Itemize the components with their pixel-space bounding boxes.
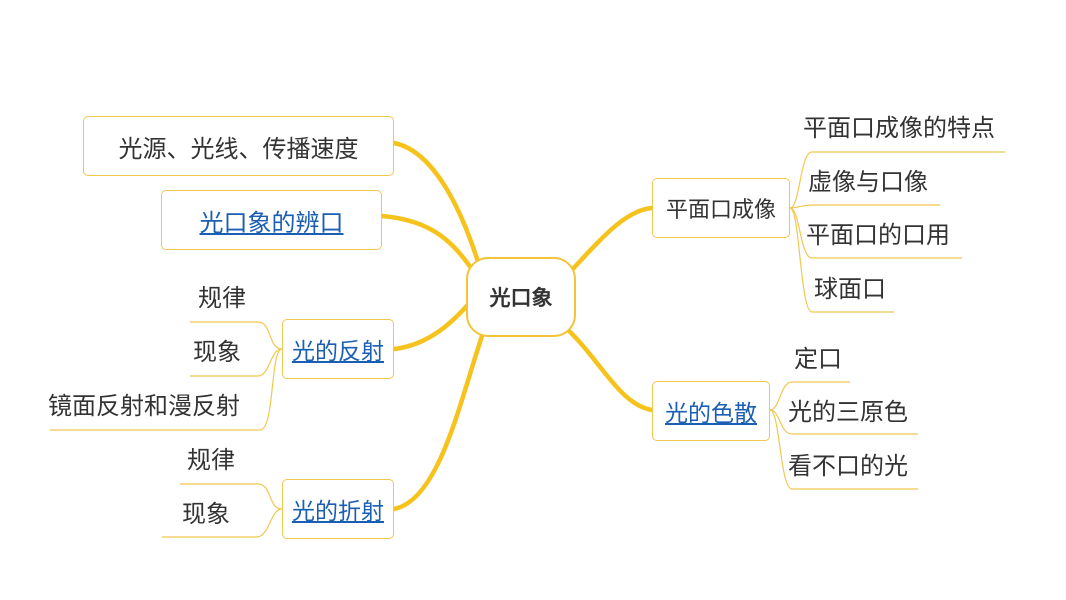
mirror-child-features[interactable]: 平面口成像的特点 — [803, 114, 995, 142]
reflection-child-phenomenon[interactable]: 现象 — [193, 338, 241, 366]
reflection-child-specular-diffuse[interactable]: 镜面反射和漫反射 — [48, 392, 240, 420]
branch-reflection — [391, 297, 475, 352]
topic-dispersion[interactable]: 光的色散 — [652, 381, 770, 441]
topic-identify-link[interactable]: 光口象的辨口 — [199, 208, 344, 237]
topic-reflection[interactable]: 光的反射 — [282, 319, 394, 379]
topic-source[interactable]: 光源、光线、传播速度 — [83, 116, 394, 176]
dispersion-child-definition[interactable]: 定口 — [794, 345, 842, 373]
branch-refraction — [391, 327, 487, 512]
mirror-child-use[interactable]: 平面口的口用 — [806, 221, 950, 249]
topic-dispersion-link[interactable]: 光的色散 — [665, 401, 757, 427]
center-topic-label: 光口象 — [489, 286, 553, 310]
topic-plane-mirror-label: 平面口成像 — [665, 198, 776, 223]
topic-refraction-link[interactable]: 光的折射 — [292, 499, 384, 525]
reflection-child-law[interactable]: 规律 — [198, 284, 246, 312]
center-topic[interactable]: 光口象 — [466, 257, 576, 337]
mirror-child-spherical[interactable]: 球面口 — [814, 275, 886, 303]
topic-refraction[interactable]: 光的折射 — [282, 479, 394, 539]
branch-mirror — [567, 205, 655, 275]
topic-source-label: 光源、光线、传播速度 — [118, 134, 359, 163]
branch-source — [391, 140, 485, 278]
dispersion-child-primaries[interactable]: 光的三原色 — [788, 398, 908, 426]
mirror-child-virtual-real[interactable]: 虚像与口像 — [808, 168, 928, 196]
topic-plane-mirror[interactable]: 平面口成像 — [652, 178, 790, 238]
topic-identify[interactable]: 光口象的辨口 — [161, 190, 382, 250]
branch-dispersion — [565, 327, 655, 413]
topic-reflection-link[interactable]: 光的反射 — [292, 339, 384, 365]
refraction-child-phenomenon[interactable]: 现象 — [182, 500, 230, 528]
refraction-child-law[interactable]: 规律 — [187, 446, 235, 474]
dispersion-child-invisible[interactable]: 看不口的光 — [788, 452, 908, 480]
